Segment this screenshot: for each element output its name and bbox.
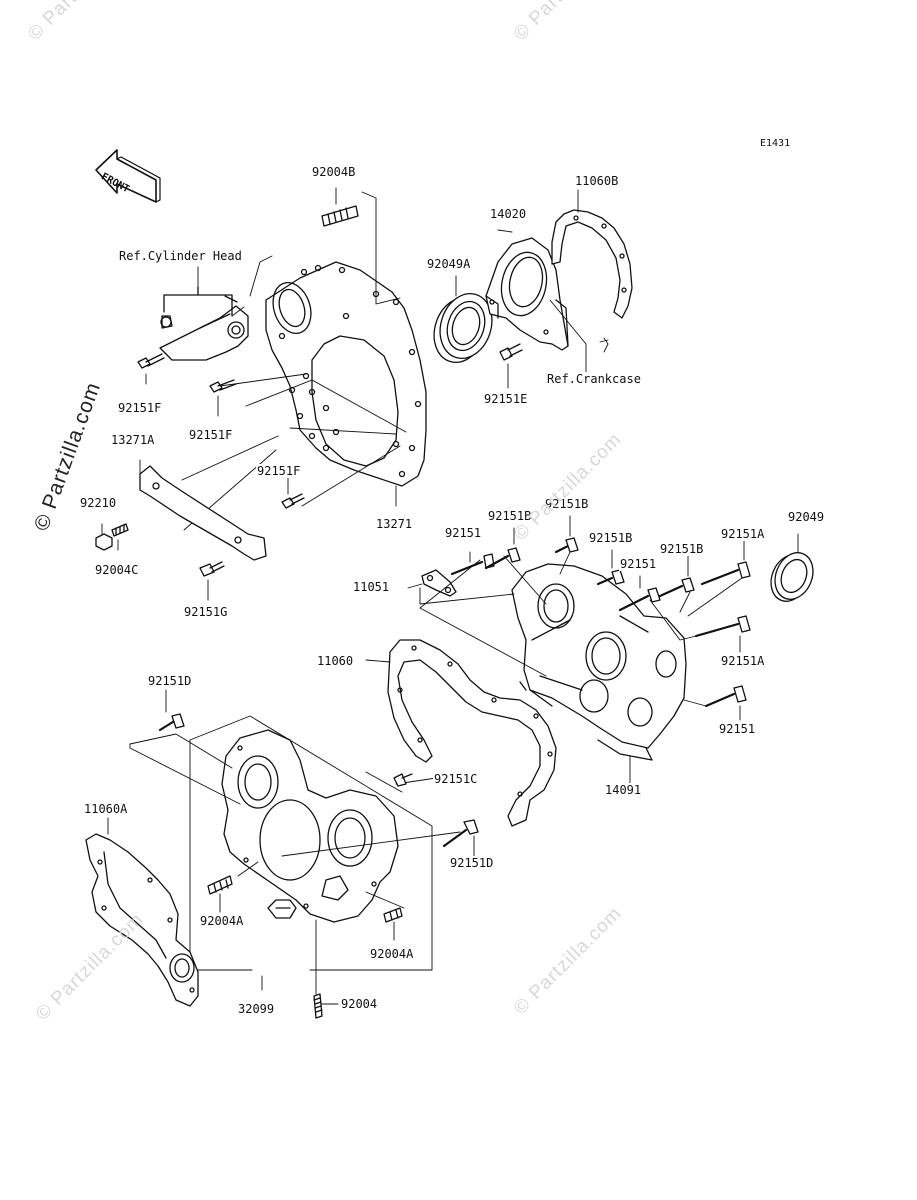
callout-92049: 92049 — [787, 510, 826, 524]
callout-92004b: 92004B — [311, 165, 357, 179]
bolt-92151a-a-icon — [700, 539, 751, 586]
stud-92004-icon — [313, 919, 339, 1019]
callout-14020: 14020 — [489, 207, 528, 221]
bolt-92151-a-icon — [450, 551, 495, 576]
ref-cylinder-head: Ref.Cylinder Head — [118, 249, 243, 263]
gasket-11060-icon — [365, 639, 557, 827]
gasket-11060a-icon — [85, 817, 199, 1007]
bolt-92151d-a-icon — [158, 689, 185, 732]
callout-92151d-top: 92151D — [147, 674, 193, 688]
bolt-92151a-b-icon — [694, 615, 751, 653]
callout-92151b-mid: 92151B — [588, 531, 634, 545]
callout-13271a: 13271A — [110, 433, 156, 447]
callout-92151a-bottom: 92151A — [720, 654, 766, 668]
callout-11060a: 11060A — [83, 802, 129, 816]
bolt-92151b-a-icon — [484, 527, 521, 570]
bolt-92151f-lower-icon — [281, 477, 305, 509]
callout-92004c: 92004C — [94, 563, 140, 577]
callout-92151b-right: 92151B — [659, 542, 705, 556]
callout-92151-left: 92151 — [444, 526, 483, 540]
callout-92151a-top: 92151A — [720, 527, 766, 541]
front-cover-32099-icon — [221, 729, 399, 923]
gasket-plate-13271-icon — [265, 261, 427, 487]
bolt-92151d-b-icon — [442, 819, 479, 857]
bolt-92151b-d-icon — [658, 555, 695, 598]
bolt-92151g-icon — [199, 561, 225, 601]
ref-crankcase: Ref.Crankcase — [546, 372, 642, 386]
crankcase-ref-leaders — [549, 299, 609, 373]
callout-92004: 92004 — [340, 997, 379, 1011]
oil-seal-92049-icon — [770, 533, 814, 602]
nut-92210-icon — [95, 523, 113, 551]
callout-92151e: 92151E — [483, 392, 529, 406]
bolt-92151e-icon — [499, 343, 523, 389]
strip-13271a-icon — [139, 459, 267, 561]
stud-92004b-icon — [321, 187, 359, 227]
callout-92151f-left: 92151F — [118, 401, 162, 415]
cover-14091-leaders — [419, 551, 743, 707]
oil-seal-92049a-icon — [433, 275, 493, 363]
callout-14091: 14091 — [604, 783, 643, 797]
callout-13271: 13271 — [375, 517, 414, 531]
gear-cover-14091-icon — [511, 563, 687, 789]
callout-92151b-left: 92151B — [487, 509, 533, 523]
stud-92004c-icon — [111, 523, 129, 551]
cylinder-head-bracket-icon — [159, 286, 249, 361]
callout-11060: 11060 — [316, 654, 355, 668]
callout-92049a: 92049A — [426, 257, 472, 271]
bolt-92151f-mid-icon — [209, 379, 237, 417]
stud-92004a-a-icon — [207, 875, 233, 913]
callout-92151d-bottom: 92151D — [449, 856, 495, 870]
callout-92210: 92210 — [79, 496, 118, 510]
callout-92151-mid: 92151 — [619, 557, 658, 571]
callout-92004a-left: 92004A — [199, 914, 245, 928]
plug-icon — [267, 899, 297, 919]
callout-92151f-mid: 92151F — [188, 428, 234, 442]
diagram-code: E1431 — [760, 138, 791, 149]
callout-92151c: 92151C — [433, 772, 479, 786]
bolt-92151b-b-icon — [554, 515, 579, 554]
bolt-92151-b-icon — [618, 575, 661, 612]
callout-92151f-lower: 92151F — [256, 464, 302, 478]
bolt-92151f-left-icon — [137, 353, 165, 385]
seal-housing-14020-icon — [485, 229, 569, 351]
bolt-92151-c-icon — [704, 685, 747, 721]
bolt-92151c-icon — [393, 773, 413, 787]
gasket-11060b-icon — [551, 189, 633, 319]
callout-11060b: 11060B — [574, 174, 620, 188]
callout-32099: 32099 — [237, 1002, 276, 1016]
callout-92151g: 92151G — [183, 605, 229, 619]
bracket-11051-icon — [407, 569, 515, 605]
callout-92151b-top: 92151B — [544, 497, 590, 511]
callout-92151-right: 92151 — [718, 722, 757, 736]
stud-92004a-b-icon — [383, 907, 403, 941]
front-arrow-icon — [95, 149, 161, 203]
callout-11051: 11051 — [352, 580, 391, 594]
bolt-92151b-c-icon — [596, 549, 625, 586]
callout-92004a-right: 92004A — [369, 947, 415, 961]
leader-lines — [197, 255, 273, 317]
